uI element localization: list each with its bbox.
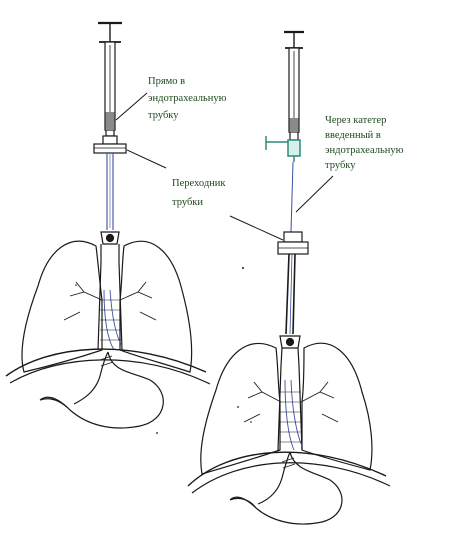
label-direct-line1: Прямо в [148,76,185,87]
left-tube-connector [100,231,120,262]
right-trachea [277,365,303,451]
label-adapter-line1: Переходник [172,178,226,189]
right-chest-outline [191,462,391,494]
left-tube-adapter [93,135,127,154]
right-diaphragm [187,451,387,487]
right-stopcock [265,136,301,162]
label-catheter-line3: эндотрахеальную [325,145,404,156]
right-lung-left [200,342,281,475]
speck-dots [75,267,252,434]
right-stomach [229,451,343,525]
label-direct-line3: трубку [148,110,179,121]
right-tube-connector [279,335,301,367]
left-endotracheal-tube [106,153,114,230]
right-tube-adapter [277,231,309,255]
label-direct: Прямо в эндотрахеальную трубку [148,76,227,121]
leader-lines [115,92,334,241]
left-bronchi [63,281,157,321]
label-adapter: Переходник трубки [172,178,226,208]
label-catheter-line2: введенный в [325,130,381,141]
left-diaphragm [5,348,207,377]
left-lung-right [119,240,193,373]
left-chest-outline [9,359,211,385]
right-figure [187,30,391,525]
label-adapter-line2: трубки [172,197,203,208]
label-direct-line2: эндотрахеальную [148,93,227,104]
left-stomach [39,351,164,429]
label-catheter: Через катетер введенный в эндотрахеальну… [325,115,404,171]
right-catheter-line [290,161,294,233]
left-figure [5,21,211,429]
right-syringe [284,30,304,141]
right-lung-right [301,342,373,471]
right-endotracheal-tube [285,253,296,335]
left-syringe [98,21,122,137]
left-lung-left [21,240,103,373]
left-trachea [97,261,123,351]
label-catheter-line1: Через катетер [325,115,386,126]
right-bronchi [243,381,339,423]
label-catheter-line4: трубку [325,160,356,171]
